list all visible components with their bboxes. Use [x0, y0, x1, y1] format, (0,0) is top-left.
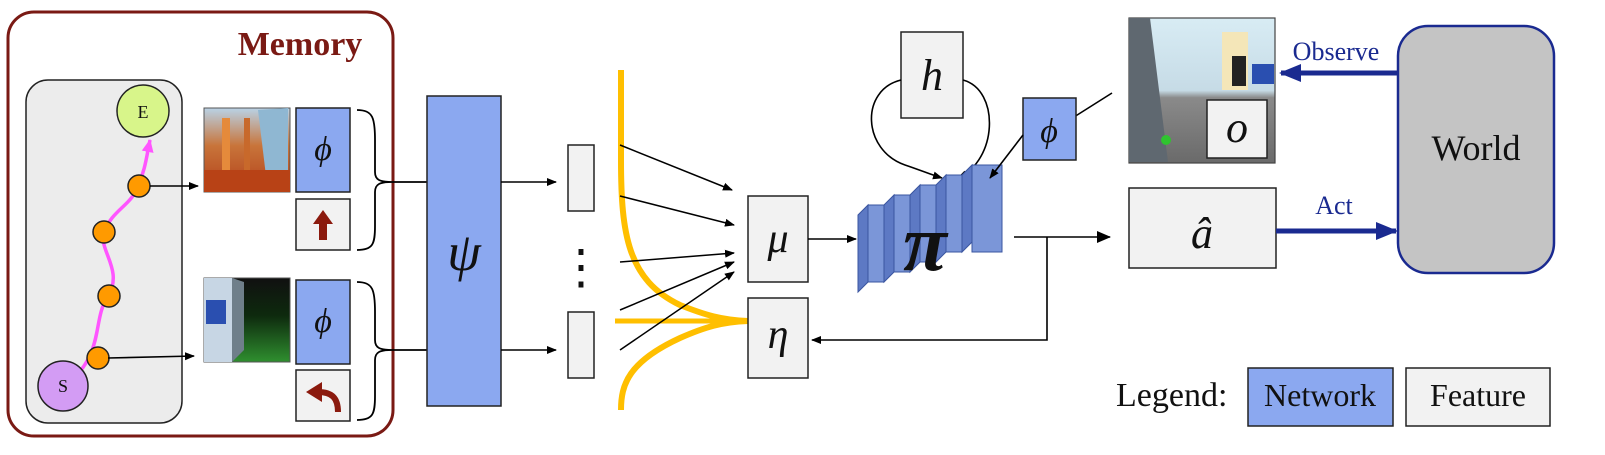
pi-symbol: π — [903, 200, 949, 288]
observation-feature-box — [1206, 99, 1268, 159]
psi-network-box — [426, 95, 502, 407]
attention-arrow — [619, 195, 735, 227]
legend: Legend: Network Feature — [1116, 367, 1551, 427]
gaussian-attention-curve — [618, 70, 749, 411]
legend-feature-swatch — [1405, 367, 1551, 427]
phi-symbol: ϕ — [314, 131, 332, 168]
memory-embedding-box — [567, 144, 595, 212]
h-feature-box — [900, 31, 964, 119]
trajectory-node — [97, 284, 121, 308]
phi-symbol: ϕ — [314, 303, 332, 340]
eta-feature-box — [747, 297, 809, 379]
world-label: World — [1431, 128, 1520, 168]
memory-title: Memory — [238, 26, 363, 63]
recurrent-loop-arrow — [870, 79, 943, 180]
arrow-up-icon — [313, 210, 333, 240]
memory-frame-image — [203, 277, 291, 363]
act-label: Act — [1315, 191, 1353, 220]
start-label: S — [58, 376, 68, 396]
attention-arrow — [619, 249, 735, 263]
action-feature-box — [1128, 187, 1277, 269]
attention-arrow — [619, 261, 735, 311]
observation-symbol: o — [1226, 103, 1248, 152]
legend-network-label: Network — [1264, 377, 1376, 413]
start-node — [37, 360, 89, 412]
world-box — [1396, 24, 1556, 275]
eta-symbol: η — [768, 312, 789, 358]
legend-network-swatch — [1247, 367, 1394, 427]
mu-symbol: μ — [766, 216, 788, 262]
memory-block: Memory S E ϕ — [6, 10, 395, 438]
legend-feature-label: Feature — [1430, 377, 1526, 413]
phi-obs-symbol: ϕ — [1040, 113, 1058, 150]
phi-network-box — [295, 107, 351, 193]
observe-label: Observe — [1293, 37, 1380, 66]
end-label: E — [138, 102, 149, 122]
frame-arrow — [107, 352, 195, 361]
end-node — [116, 84, 170, 138]
attention-arrow — [619, 271, 735, 351]
action-feature-box — [295, 369, 351, 422]
ellipsis: ⋮ — [557, 241, 605, 294]
action-feedback-arrow — [811, 237, 1048, 344]
trajectory-node — [86, 346, 110, 370]
pi-network-stack — [857, 163, 1003, 294]
obs-to-phi-line — [1073, 92, 1113, 118]
attention-arrow — [619, 144, 733, 191]
phi-network-box — [295, 279, 351, 365]
legend-title: Legend: — [1116, 377, 1227, 414]
trajectory-node — [127, 174, 151, 198]
phi-obs-network-box — [1022, 97, 1077, 161]
phi-to-pi-arrow — [989, 134, 1024, 179]
mu-feature-box — [747, 195, 809, 283]
action-symbol: â — [1191, 209, 1213, 258]
trajectory-node — [92, 220, 116, 244]
memory-embedding-box — [567, 311, 595, 379]
h-symbol: h — [921, 51, 943, 100]
psi-symbol: ψ — [447, 222, 482, 282]
turn-left-arrow-icon — [306, 382, 341, 413]
memory-frame-image — [203, 107, 291, 193]
